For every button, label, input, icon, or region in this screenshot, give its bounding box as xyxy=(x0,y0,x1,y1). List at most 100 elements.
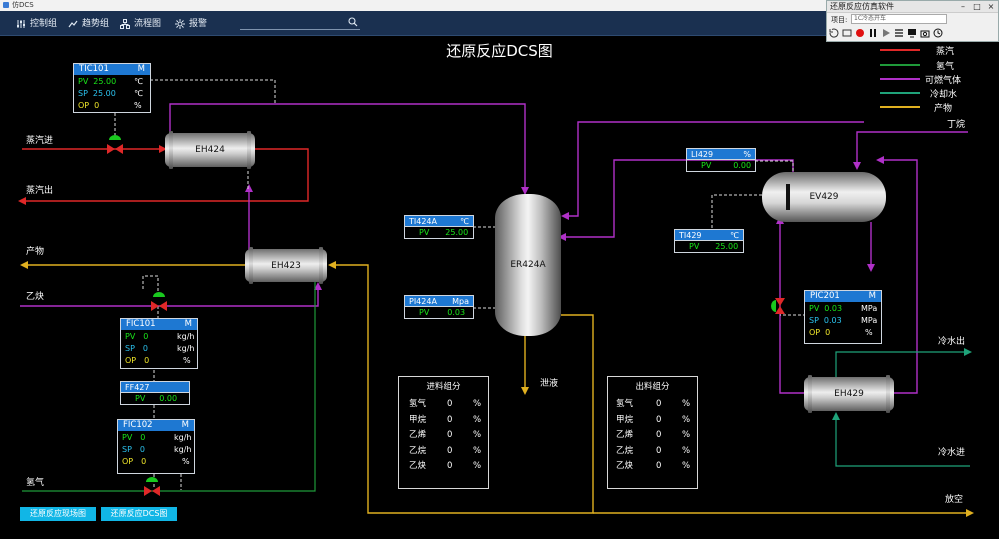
field-view-button[interactable]: 还原反应现场图 xyxy=(20,507,96,521)
component-name: 乙炔 xyxy=(616,461,634,471)
sp-value[interactable]: 0.03 xyxy=(823,315,842,325)
op-value[interactable]: 0 xyxy=(144,355,150,365)
legend-swatch-hydrogen xyxy=(880,64,920,66)
dcs-view-button[interactable]: 还原反应DCS图 xyxy=(101,507,177,521)
heat-exchanger-eh424[interactable]: EH424 xyxy=(165,131,255,169)
indicator-tag: LI429 xyxy=(691,150,714,159)
maximize-icon[interactable]: □ xyxy=(973,2,981,11)
heat-exchanger-eh423[interactable]: EH423 xyxy=(245,247,327,284)
play-icon[interactable] xyxy=(881,28,891,38)
fic102-valve[interactable] xyxy=(144,477,160,496)
search-icon[interactable] xyxy=(348,17,358,27)
component-name: 乙烷 xyxy=(409,445,427,456)
sp-label: SP xyxy=(809,315,819,325)
camera-icon[interactable] xyxy=(920,28,930,38)
controller-tag: FIC102 xyxy=(123,420,153,430)
op-value[interactable]: 0 xyxy=(825,327,831,337)
simulator-tools xyxy=(829,27,943,39)
controller-mode[interactable]: M xyxy=(181,420,189,430)
equipment-label: EH429 xyxy=(834,389,864,399)
pv-unit: kg/h xyxy=(177,331,195,341)
window-titlebar: 仿DCS xyxy=(0,0,999,11)
pv-value: 0 xyxy=(143,331,149,341)
component-value: 0 xyxy=(656,430,662,440)
indicator-header: LI429% xyxy=(686,148,756,160)
stream-label-product: 产物 xyxy=(26,247,45,257)
component-value: 0 xyxy=(447,414,453,425)
toolbar-trend-group[interactable]: 趋势组 xyxy=(68,17,109,31)
run-icon[interactable] xyxy=(829,28,839,38)
snapshot-icon[interactable] xyxy=(842,28,852,38)
component-name: 乙炔 xyxy=(409,461,427,471)
controller-tag: TIC101 xyxy=(79,64,109,74)
controller-mode[interactable]: M xyxy=(137,64,145,74)
toolbar-control-group[interactable]: 控制组 xyxy=(16,17,57,31)
heat-exchanger-eh429[interactable]: EH429 xyxy=(804,375,894,413)
vessel-ev429[interactable]: EV429 xyxy=(762,172,886,222)
sp-value[interactable]: 25.00 xyxy=(92,88,116,98)
monitor-icon[interactable] xyxy=(907,28,917,38)
component-unit: % xyxy=(473,445,482,456)
record-icon[interactable] xyxy=(855,28,865,38)
equipment-label: ER424A xyxy=(510,260,546,270)
project-select[interactable]: 1C冷态开车 xyxy=(851,14,947,24)
toolbar-alarm[interactable]: 报警 xyxy=(175,17,207,31)
op-label: OP xyxy=(125,355,137,365)
toolbar-flowchart[interactable]: 流程图 xyxy=(120,17,161,31)
sp-unit: MPa xyxy=(861,315,878,325)
clock-icon[interactable] xyxy=(933,28,943,38)
pv-label: PV xyxy=(122,432,133,442)
pic201-valve[interactable] xyxy=(771,298,785,314)
indicator-header: FF427 xyxy=(120,381,190,393)
search-input[interactable] xyxy=(240,16,360,30)
reactor-er424a[interactable]: ER424A xyxy=(495,194,561,336)
sp-label: SP xyxy=(122,444,132,454)
exchanger-flange xyxy=(319,247,323,284)
minimize-icon[interactable]: – xyxy=(961,2,965,11)
stream-label-vent: 放空 xyxy=(945,495,964,505)
toolbar-control-group-label: 控制组 xyxy=(30,19,58,29)
controller-tag: FIC101 xyxy=(126,319,156,329)
op-value[interactable]: 0 xyxy=(141,456,147,466)
op-value[interactable]: 0 xyxy=(94,100,100,110)
menu-icon[interactable] xyxy=(894,28,904,38)
simulator-title: 还原反应仿真软件 xyxy=(827,1,998,13)
op-unit: % xyxy=(134,100,142,110)
fic101-valve[interactable] xyxy=(151,292,167,311)
tic101-valve[interactable] xyxy=(107,135,123,154)
close-icon[interactable]: × xyxy=(987,2,995,11)
indicator-unit: ℃ xyxy=(460,217,469,226)
indicator-tag: TI424A xyxy=(409,217,437,226)
page-title: 还原反应DCS图 xyxy=(446,42,553,60)
controller-header: FIC101 M xyxy=(121,319,197,330)
pause-icon[interactable] xyxy=(868,28,878,38)
component-name: 甲烷 xyxy=(616,414,634,425)
pv-value: 0.03 xyxy=(447,308,466,317)
component-name: 甲烷 xyxy=(409,414,427,425)
sp-value[interactable]: 0 xyxy=(139,444,145,454)
controller-mode[interactable]: M xyxy=(868,291,876,301)
sliders-icon xyxy=(17,20,25,28)
component-value: 0 xyxy=(447,430,453,440)
pv-label: PV xyxy=(135,394,146,403)
component-value: 0 xyxy=(447,399,453,409)
legend-label-steam: 蒸汽 xyxy=(936,47,955,57)
sp-value[interactable]: 0 xyxy=(142,343,148,353)
controller-mode[interactable]: M xyxy=(184,319,192,329)
